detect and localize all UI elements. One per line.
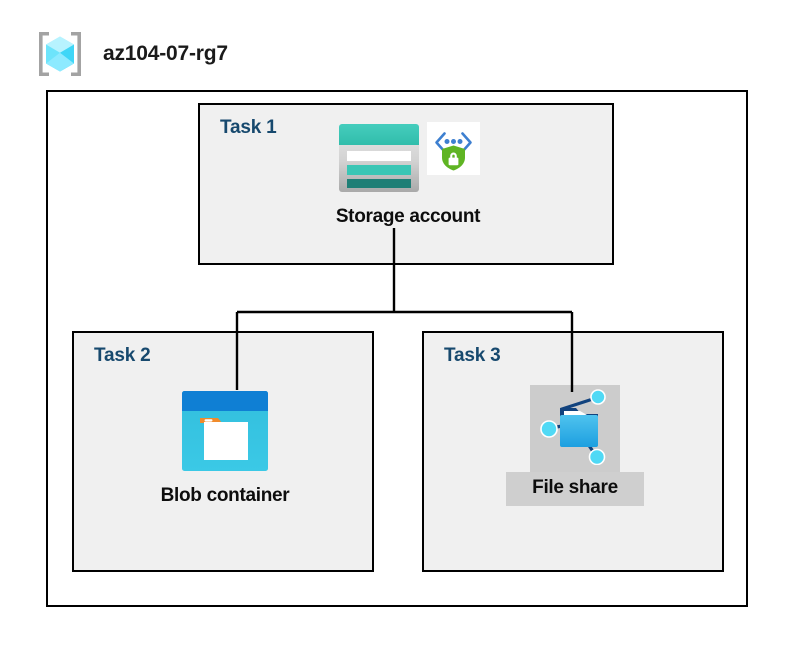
resource-group-icon bbox=[33, 27, 87, 81]
node-caption-blob-container: Blob container bbox=[160, 485, 290, 506]
node-caption-storage-account: Storage account bbox=[335, 206, 481, 227]
task-box-task2[interactable]: Task 2 bbox=[72, 331, 374, 572]
task-label-task3: Task 3 bbox=[444, 345, 501, 366]
task-label-task2: Task 2 bbox=[94, 345, 151, 366]
blob-container-icon bbox=[180, 389, 270, 478]
node-blob-container[interactable]: Blob container bbox=[115, 389, 335, 507]
private-endpoint-icon bbox=[426, 122, 480, 180]
node-caption-file-share: File share bbox=[506, 472, 644, 506]
file-share-icon bbox=[536, 389, 614, 470]
node-file-share[interactable]: File share bbox=[472, 385, 678, 506]
task-box-task1[interactable]: Task 1 bbox=[198, 103, 614, 265]
storage-account-icon bbox=[337, 122, 421, 199]
node-icons-storage-account bbox=[337, 122, 480, 199]
resource-group-header: az104-07-rg7 bbox=[33, 27, 228, 81]
task-box-task3[interactable]: Task 3 bbox=[422, 331, 724, 572]
node-icons-blob-container bbox=[180, 389, 270, 478]
task-label-task1: Task 1 bbox=[220, 117, 277, 138]
node-icons-file-share bbox=[530, 385, 620, 472]
node-storage-account[interactable]: Storage account bbox=[296, 122, 520, 228]
resource-group-title: az104-07-rg7 bbox=[103, 42, 228, 65]
